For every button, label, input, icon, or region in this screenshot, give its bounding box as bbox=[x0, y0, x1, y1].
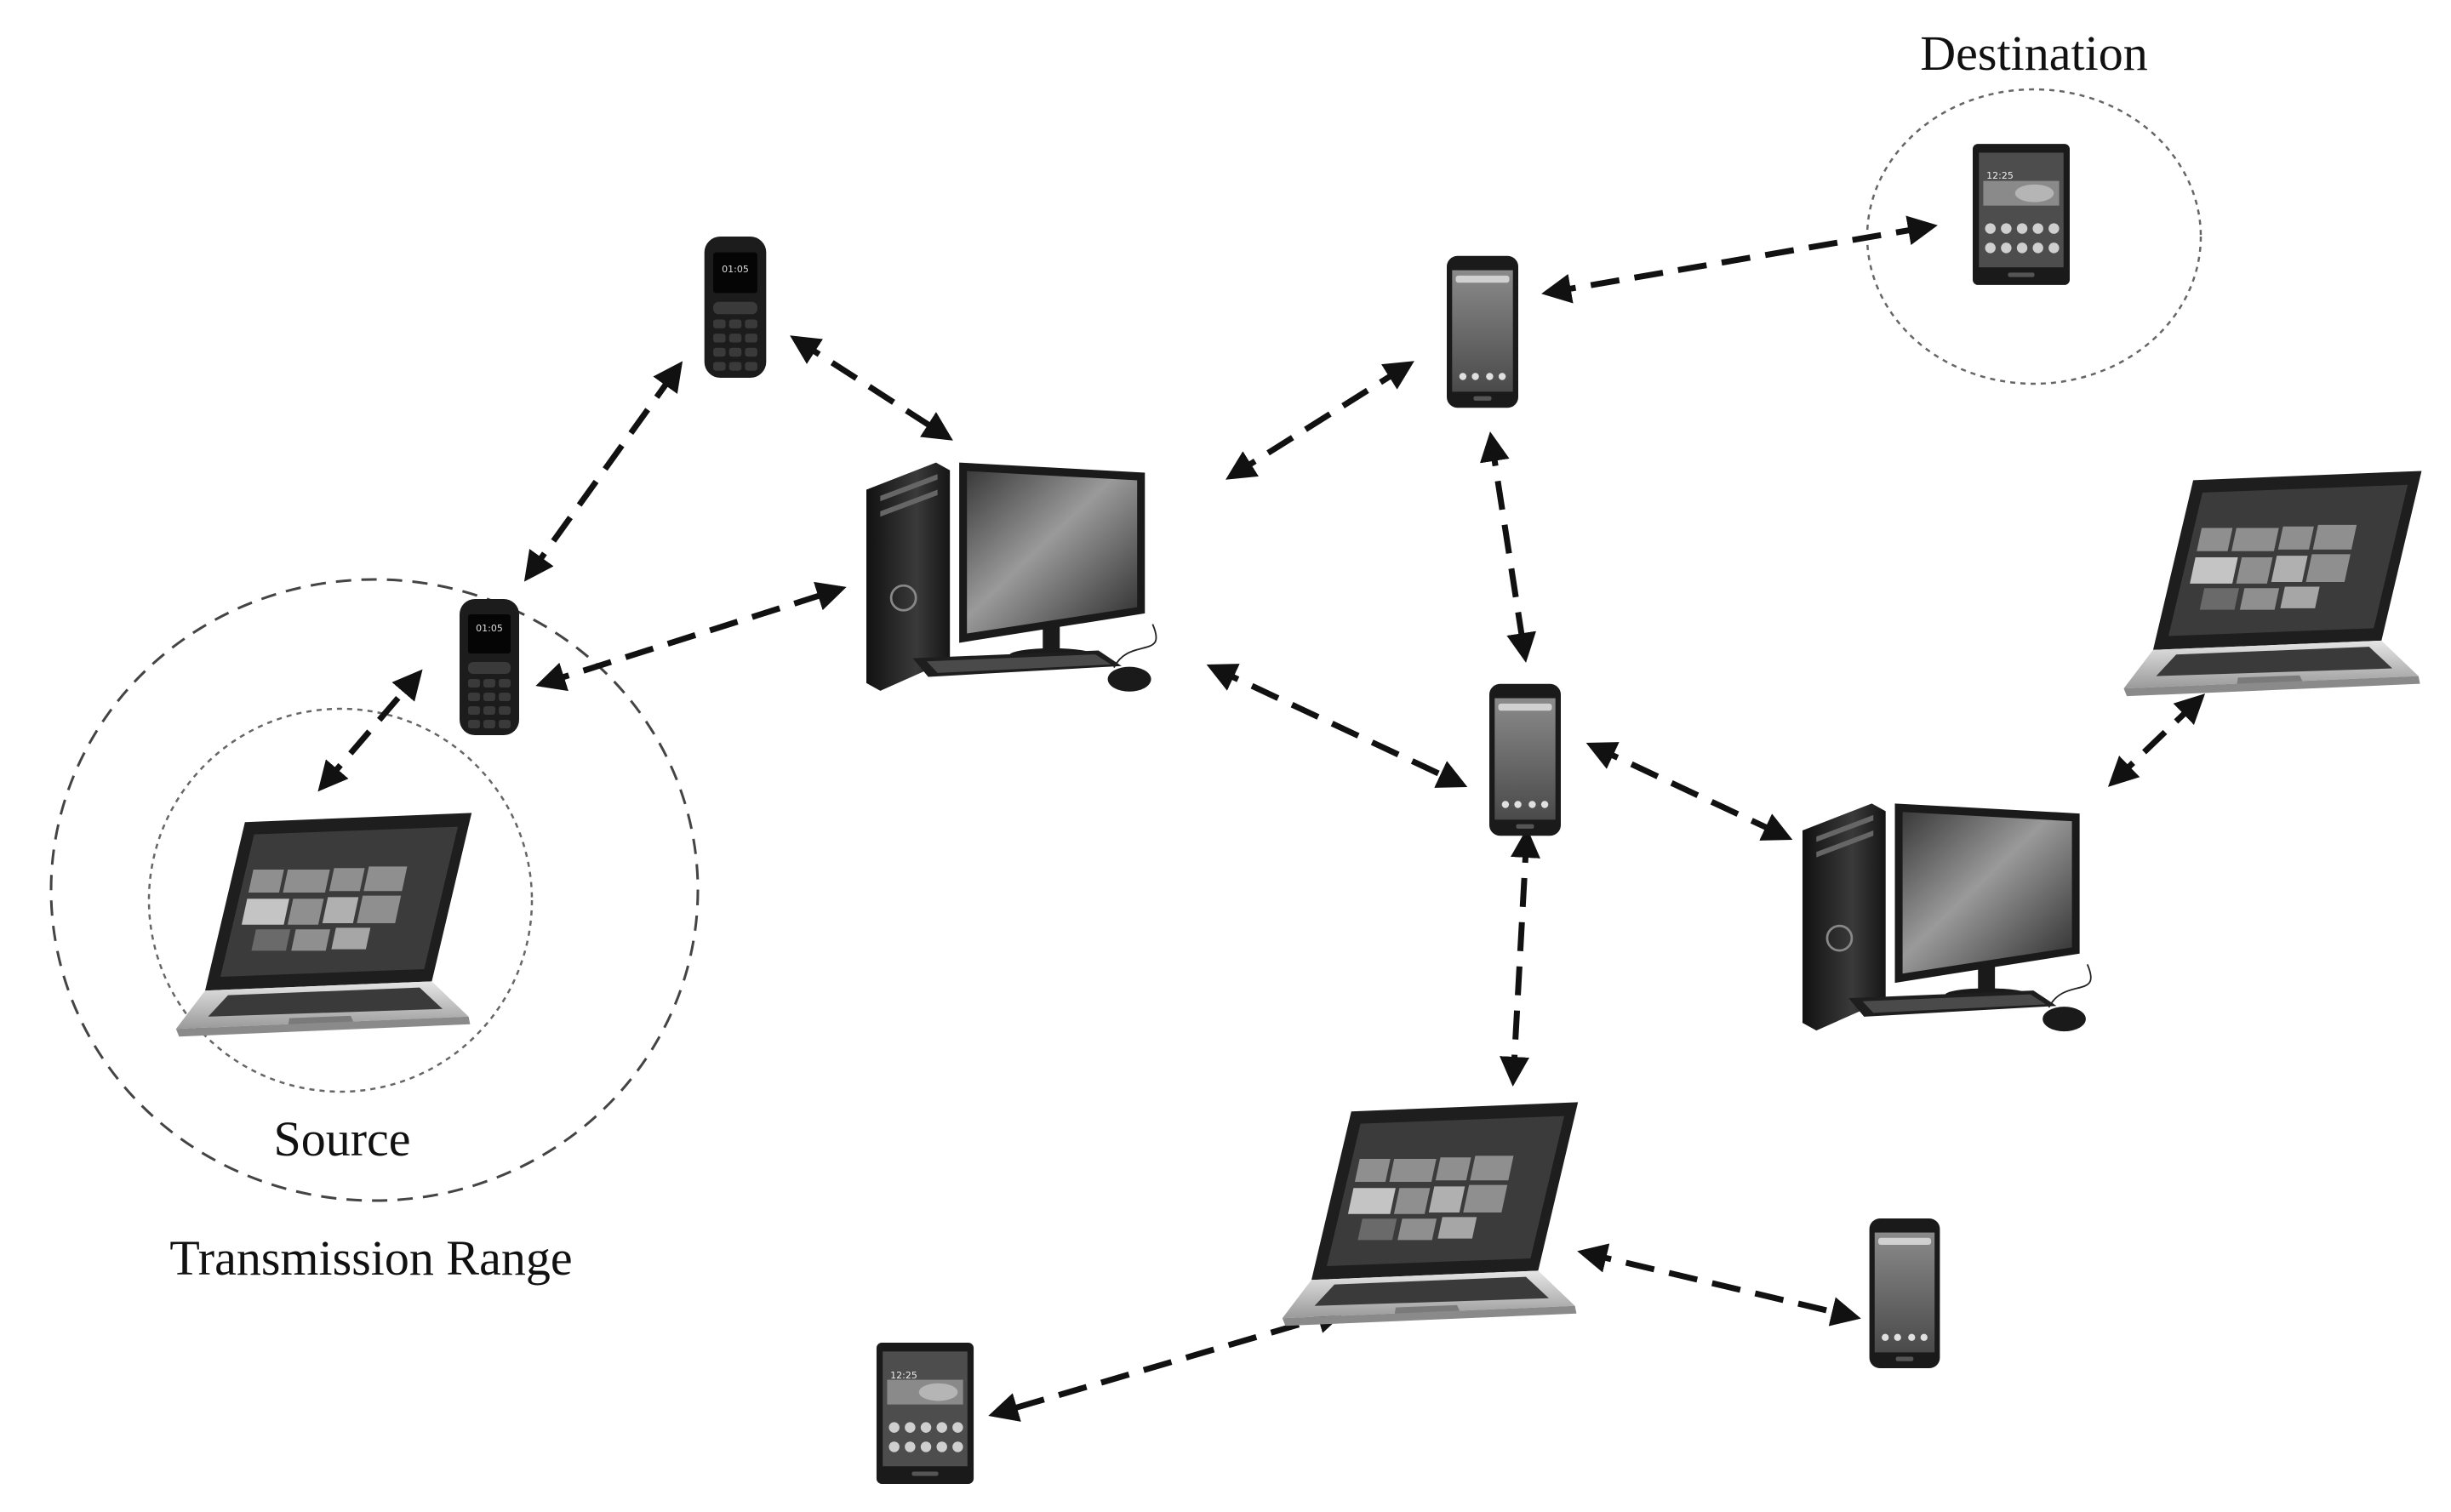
destination-label: Destination bbox=[1920, 26, 2147, 81]
smartphone-bottom-icon bbox=[1869, 1218, 1940, 1368]
link-feature-phone-feature-phone-top bbox=[523, 361, 683, 582]
link-desktop-right-laptop-right bbox=[2107, 693, 2206, 787]
tablet-bottom-time: 12:25 bbox=[890, 1370, 917, 1381]
destination-tablet-icon bbox=[1973, 144, 2070, 285]
smartphone-middle-icon bbox=[1489, 683, 1561, 836]
link-feature-phone-desktop-center bbox=[535, 581, 847, 692]
tablet-bottom-icon bbox=[876, 1343, 974, 1484]
link-laptop-bottom-smartphone-bottom bbox=[1577, 1243, 1861, 1327]
link-desktop-center-smartphone-top bbox=[1226, 361, 1414, 480]
source-laptop-icon bbox=[175, 813, 472, 1037]
link-arrows bbox=[317, 215, 2206, 1422]
desktop-center-icon bbox=[866, 461, 1158, 693]
tablet-time: 12:25 bbox=[1986, 170, 2014, 181]
desktop-right-icon bbox=[1803, 802, 2093, 1033]
link-smartphone-middle-laptop-bottom bbox=[1500, 828, 1540, 1087]
feature-phone-top-icon bbox=[704, 237, 767, 378]
link-source-laptop-feature-phone bbox=[317, 669, 423, 792]
link-laptop-bottom-tablet-bottom bbox=[988, 1304, 1347, 1422]
link-feature-phone-top-desktop-center bbox=[790, 335, 953, 441]
link-desktop-center-smartphone-middle bbox=[1206, 664, 1468, 788]
laptop-right-icon bbox=[2123, 471, 2422, 697]
feature-phone-time: 01:05 bbox=[476, 623, 503, 634]
smartphone-top-icon bbox=[1447, 255, 1518, 408]
link-smartphone-top-destination bbox=[1541, 215, 1938, 304]
link-smartphone-middle-desktop-right bbox=[1585, 742, 1793, 841]
transmission-range-label: Transmission Range bbox=[169, 1230, 572, 1286]
feature-phone-top-time: 01:05 bbox=[722, 264, 749, 275]
transmission-range-circle bbox=[49, 578, 700, 1202]
source-label: Source bbox=[273, 1111, 410, 1167]
laptop-bottom-icon bbox=[1282, 1102, 1579, 1327]
link-smartphone-top-smartphone-middle bbox=[1479, 431, 1537, 663]
feature-phone-near-source-icon bbox=[460, 599, 519, 735]
